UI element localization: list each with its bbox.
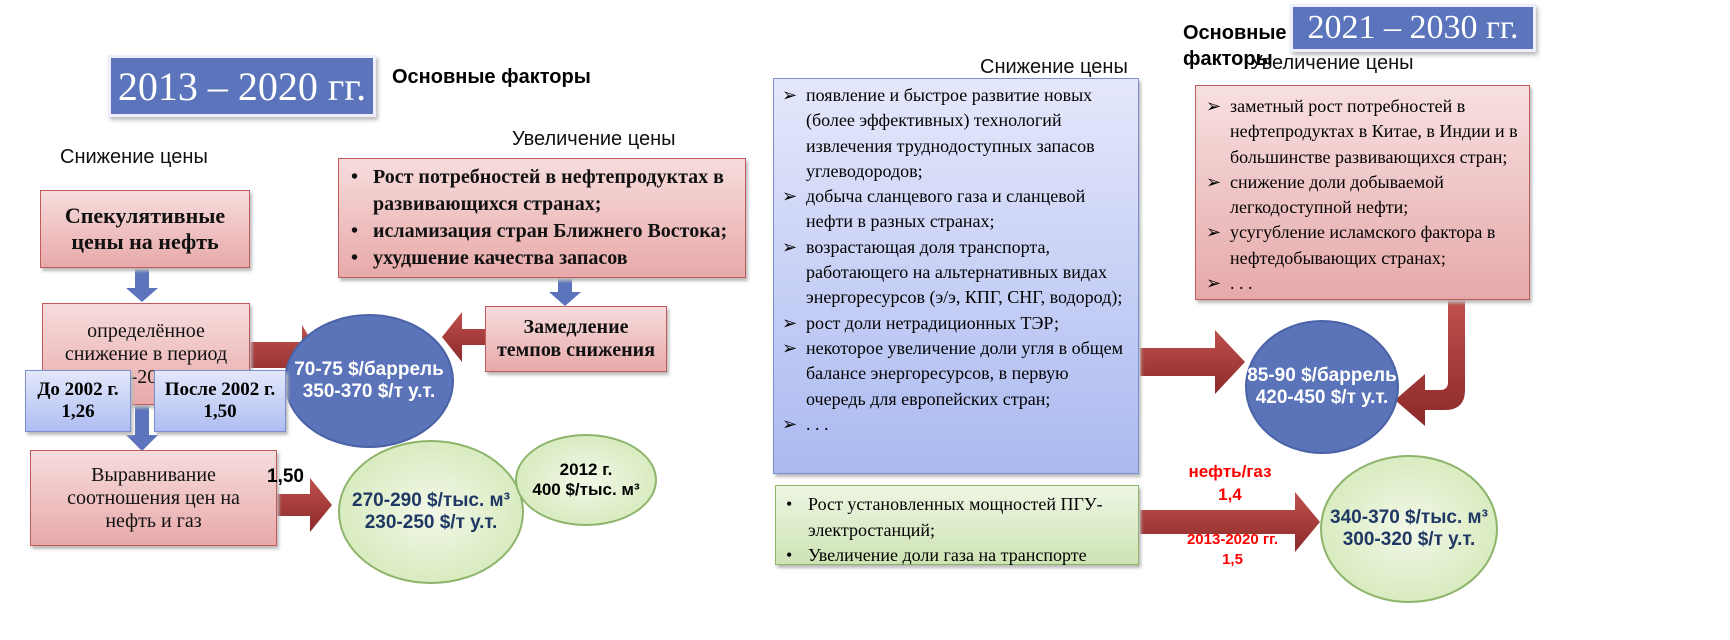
arrow-down <box>549 278 581 306</box>
text-line: 270-290 $/тыс. м³ <box>352 490 510 511</box>
increase-factors-box: Рост потребностей в нефтепродуктах в раз… <box>338 158 746 278</box>
gas-price-circle-right: 340-370 $/тыс. м³ 300-320 $/т у.т. <box>1320 455 1498 603</box>
factor-item: возрастающая доля транспорта, работающег… <box>780 235 1132 311</box>
factor-item: некоторое увеличение доли угля в общем б… <box>780 336 1132 412</box>
text-line: 420-450 $/т у.т. <box>1255 387 1389 408</box>
increase-factors-box-right: заметный рост потребностей в нефтепродук… <box>1195 85 1530 300</box>
text-line: 400 $/тыс. м³ <box>532 480 640 499</box>
text-line: 350-370 $/т у.т. <box>302 381 436 402</box>
period-title-left: 2013 – 2020 гг. <box>108 55 376 117</box>
gas-2012-circle: 2012 г. 400 $/тыс. м³ <box>515 434 657 526</box>
factor-item: . . . <box>780 412 1132 438</box>
text-line: темпов снижения <box>496 339 656 361</box>
factor-item: заметный рост потребностей в нефтепродук… <box>1204 94 1521 170</box>
factors-heading-left: Основные факторы <box>392 66 591 88</box>
gas-price-circle-left: 270-290 $/тыс. м³ 230-250 $/т у.т. <box>338 440 524 584</box>
text-line: цены на нефть <box>71 229 219 254</box>
arrow-curved <box>1395 300 1465 426</box>
decrease-label-right: Снижение цены <box>980 56 1128 78</box>
text-line: факторы <box>1183 48 1273 70</box>
text-line: 2013-2020 гг. <box>1186 531 1279 548</box>
text-line: 85-90 $/баррель <box>1247 365 1397 386</box>
arrow-right <box>276 478 332 532</box>
factor-item: рост доли нетрадиционных ТЭР; <box>780 311 1132 337</box>
arrow-down <box>126 405 158 451</box>
oil-price-circle-right: 85-90 $/баррель 420-450 $/т у.т. <box>1245 320 1399 454</box>
ratio-oil-gas: нефть/газ 1,4 <box>1170 460 1290 506</box>
period-title-right: 2021 – 2030 гг. <box>1290 4 1536 52</box>
text-line: После 2002 г. <box>164 379 276 400</box>
text-line: 1,5 <box>1222 551 1243 568</box>
factor-item: . . . <box>1204 271 1521 297</box>
text-line: 1,26 <box>61 401 95 422</box>
text-line: Основные <box>1183 22 1287 44</box>
factor-item: появление и быстрое развитие новых (боле… <box>780 83 1132 184</box>
ratio-label: 1,50 <box>267 466 304 487</box>
factor-item: Рост установленных мощностей ПГУ-электро… <box>782 492 1132 543</box>
text-line: До 2002 г. <box>37 379 119 400</box>
gas-factors-box: Рост установленных мощностей ПГУ-электро… <box>775 485 1139 568</box>
decrease-label-left: Снижение цены <box>60 146 208 168</box>
oil-price-circle-left: 70-75 $/баррель 350-370 $/т у.т. <box>284 314 454 448</box>
before-2002-box: До 2002 г. 1,26 <box>25 370 131 432</box>
factor-item: добыча сланцевого газа и сланцевой нефти… <box>780 184 1132 235</box>
text-line: 70-75 $/баррель <box>294 359 444 380</box>
after-2002-box: После 2002 г. 1,50 <box>154 370 286 432</box>
factor-item: Увеличение доли газа на транспорте <box>782 543 1132 569</box>
speculative-box: Спекулятивные цены на нефть <box>40 190 250 268</box>
text-line: 1,4 <box>1218 485 1242 504</box>
factors-heading-right: Основные факторы <box>1183 20 1287 72</box>
factor-item: исламизация стран Ближнего Востока; <box>347 218 737 245</box>
slowdown-box: Замедление темпов снижения <box>485 306 667 372</box>
increase-label-left: Увеличение цены <box>512 128 676 150</box>
equalize-box: Выравнивание соотношения цен на нефть и … <box>30 450 277 546</box>
text-line: Замедление <box>523 316 629 338</box>
text-line: нефть/газ <box>1188 462 1272 481</box>
text-line: нефть и газ <box>105 509 202 532</box>
arrow-down <box>126 268 158 302</box>
increase-label-right: Увеличение цены <box>1250 52 1414 74</box>
factor-item: ухудшение качества запасов <box>347 245 737 272</box>
text-line: 340-370 $/тыс. м³ <box>1330 507 1488 528</box>
text-line: 1,50 <box>203 401 237 422</box>
ratio-previous: 2013-2020 гг. 1,5 <box>1165 530 1300 570</box>
decrease-factors-box: появление и быстрое развитие новых (боле… <box>773 78 1139 474</box>
arrow-right <box>1140 492 1320 552</box>
text-line: 2012 г. <box>559 460 613 479</box>
factor-item: снижение доли добываемой легкодоступной … <box>1204 170 1521 221</box>
factor-item: усугубление исламского фактора в нефтедо… <box>1204 220 1521 271</box>
text-line: 300-320 $/т у.т. <box>1342 529 1476 550</box>
text-line: соотношения цен на <box>67 486 240 509</box>
text-line: снижение в период <box>64 342 228 365</box>
arrow-right <box>1140 330 1245 394</box>
arrow-left <box>442 312 485 362</box>
text-line: Выравнивание <box>91 463 216 486</box>
factor-item: Рост потребностей в нефтепродуктах в раз… <box>347 164 737 218</box>
text-line: 230-250 $/т у.т. <box>364 512 498 533</box>
text-line: определённое <box>87 319 205 342</box>
text-line: Спекулятивные <box>64 203 226 228</box>
